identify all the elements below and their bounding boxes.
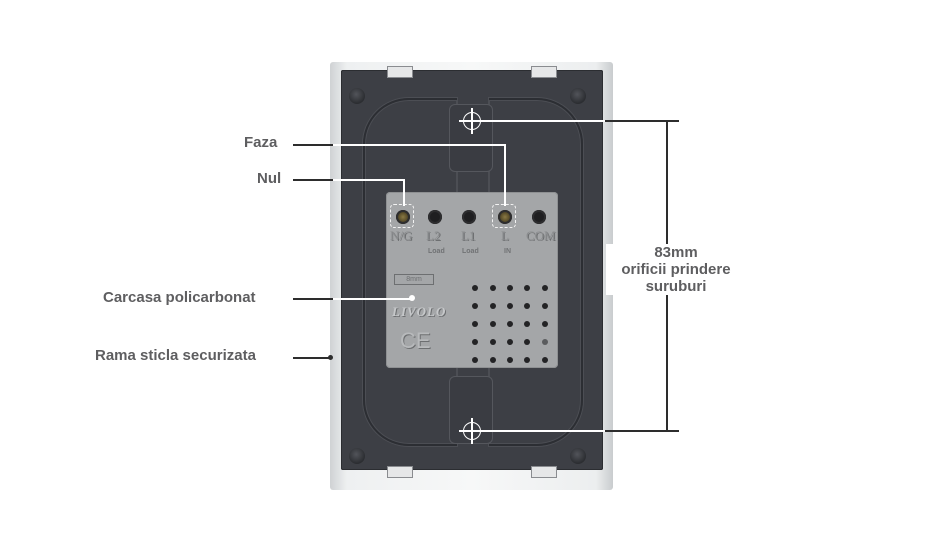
vent-hole	[524, 303, 530, 309]
leader-line	[403, 179, 405, 206]
dimension-value: 83mm	[654, 244, 698, 261]
leader-line	[293, 179, 333, 181]
highlight-box	[492, 204, 516, 228]
left-groove	[363, 98, 457, 446]
terminal-l1-icon	[462, 210, 476, 224]
dimension-desc-2: suruburi	[645, 278, 707, 295]
terminal-com-icon	[532, 210, 546, 224]
dimension-extension-line	[470, 430, 605, 432]
vent-hole	[524, 285, 530, 291]
vent-hole	[542, 285, 548, 291]
dimension-extension-line	[605, 120, 679, 122]
vent-hole	[542, 303, 548, 309]
dimension-extension-line	[605, 430, 679, 432]
corner-hole-icon	[349, 88, 365, 104]
dimension-desc-1: orificii prindere	[621, 261, 731, 278]
vent-hole	[507, 321, 513, 327]
vent-hole	[542, 321, 548, 327]
vent-hole	[542, 357, 548, 363]
callout-glass-frame-label: Rama sticla securizata	[95, 347, 256, 364]
vent-hole	[524, 321, 530, 327]
terminal-l2-icon	[428, 210, 442, 224]
vent-hole	[507, 285, 513, 291]
terminal-label: L1	[461, 228, 476, 243]
vent-hole	[507, 303, 513, 309]
vent-hole	[507, 339, 513, 345]
vent-hole	[524, 339, 530, 345]
leader-line	[293, 144, 333, 146]
corner-hole-icon	[349, 448, 365, 464]
leader-dot	[409, 295, 415, 301]
bottom-clip	[531, 466, 557, 478]
terminal-label: COM	[526, 228, 556, 243]
brand-logo: LIVOLO	[392, 304, 447, 319]
vent-hole	[472, 303, 478, 309]
vent-hole	[524, 357, 530, 363]
highlight-box	[390, 204, 414, 228]
dimension-label: 83mm orificii prindere suruburi	[606, 244, 746, 295]
terminal-ng-icon	[396, 210, 410, 224]
bottom-clip	[387, 466, 413, 478]
vent-hole	[472, 285, 478, 291]
top-clip	[387, 66, 413, 78]
leader-line	[504, 144, 506, 206]
vent-hole	[490, 357, 496, 363]
leader-line	[293, 357, 330, 359]
corner-hole-icon	[570, 88, 586, 104]
strip-gauge: 8mm	[394, 274, 434, 285]
top-clip	[531, 66, 557, 78]
vent-hole	[490, 321, 496, 327]
dimension-extension-line	[470, 120, 605, 122]
leader-dot	[328, 355, 333, 360]
terminal-label: L	[501, 228, 509, 243]
leader-line	[333, 298, 411, 300]
right-groove	[489, 98, 583, 446]
vent-hole	[472, 339, 478, 345]
callout-neutral-label: Nul	[257, 170, 282, 187]
vent-hole	[472, 357, 478, 363]
leader-line	[333, 144, 505, 146]
vent-hole	[542, 339, 548, 345]
vent-hole	[507, 357, 513, 363]
vent-hole	[472, 321, 478, 327]
terminal-label: L2	[426, 228, 441, 243]
callout-housing-label: Carcasa policarbonat	[103, 289, 256, 306]
leader-line	[333, 179, 403, 181]
polycarbonate-housing: N/G L2 L1 L COM Load Load IN 8mm LIVOLO …	[386, 192, 558, 368]
terminal-label: N/G	[390, 228, 413, 243]
vent-hole	[490, 285, 496, 291]
callout-phase-label: Faza	[244, 134, 278, 151]
leader-line	[293, 298, 333, 300]
terminal-l-icon	[498, 210, 512, 224]
ce-mark: CE	[400, 328, 431, 353]
vent-hole	[490, 339, 496, 345]
terminal-sublabel: Load	[428, 248, 445, 255]
corner-hole-icon	[570, 448, 586, 464]
terminal-sublabel: Load	[462, 248, 479, 255]
terminal-sublabel: IN	[504, 248, 511, 255]
vent-hole	[490, 303, 496, 309]
